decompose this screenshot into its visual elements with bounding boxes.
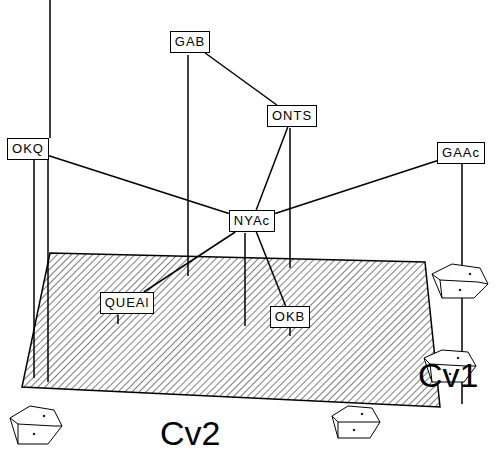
station-code: GAB [175,34,205,50]
station-code: OKQ [12,141,44,157]
link-line [205,53,277,105]
station-box: QUEAl [100,292,155,314]
link-line [256,127,288,210]
station-box: NYAc [229,210,275,232]
link-line [49,156,229,214]
link-line [256,232,285,306]
station-box: GAB [170,31,210,53]
station-code: GAAc [442,145,480,161]
station-box: OKB [270,306,310,328]
station-code: QUEAl [105,295,150,311]
station-box: ONTS [267,105,317,127]
station-box: GAAc [437,142,485,164]
rock-icons [10,264,488,444]
link-line [275,161,437,214]
station-code: NYAc [234,213,270,229]
region-label: Cv2 [160,414,220,452]
station-box: OKQ [7,138,49,160]
link-line [144,232,235,292]
hatched-plane [22,253,440,407]
region-label: Cv1 [418,356,478,394]
drop-lines [34,0,462,404]
station-code: ONTS [272,108,312,124]
station-code: OKB [275,309,305,325]
